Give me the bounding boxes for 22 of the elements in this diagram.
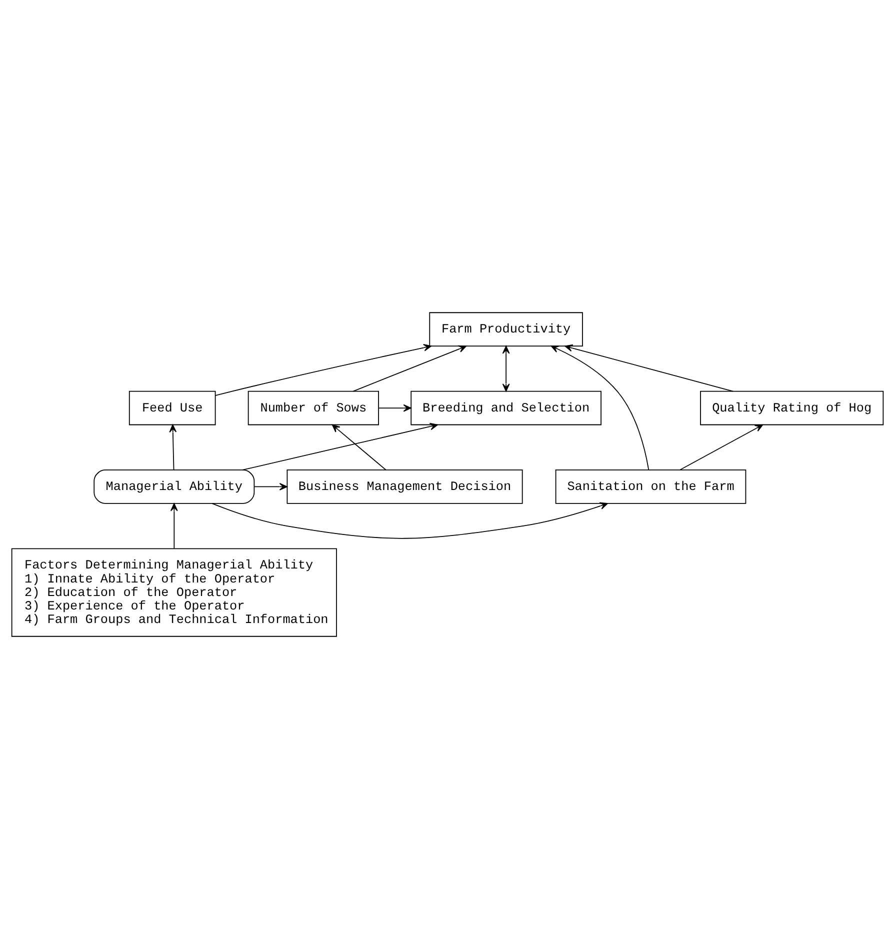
- arrow: [502, 346, 510, 392]
- arrow: [680, 424, 764, 470]
- node-box: Managerial Ability: [94, 470, 255, 504]
- arrow: [378, 404, 412, 412]
- node-box: Business Management Decision: [286, 470, 523, 504]
- arrow: [242, 422, 438, 470]
- arrow: [352, 345, 467, 392]
- arrow: [332, 424, 386, 470]
- arrow: [212, 502, 608, 539]
- arrow: [254, 483, 288, 490]
- node-box: Farm Productivity: [429, 312, 583, 347]
- node-box: Number of Sows: [248, 390, 379, 426]
- arrow: [550, 346, 650, 470]
- arrow: [214, 344, 432, 396]
- node-box: Breeding and Selection: [410, 390, 602, 426]
- node-box: Feed Use: [128, 390, 216, 426]
- arrow: [564, 344, 734, 392]
- node-box: Quality Rating of Hog: [700, 390, 884, 426]
- node-box: Sanitation on the Farm: [555, 470, 746, 504]
- arrow: [169, 424, 177, 470]
- node-box: Factors Determining Managerial Ability 1) Innate Ability of the Operator 2) Education of the Operator 3) Experience of the Operator 4) Farm Groups and Technical Information: [11, 548, 337, 637]
- arrow: [170, 503, 178, 549]
